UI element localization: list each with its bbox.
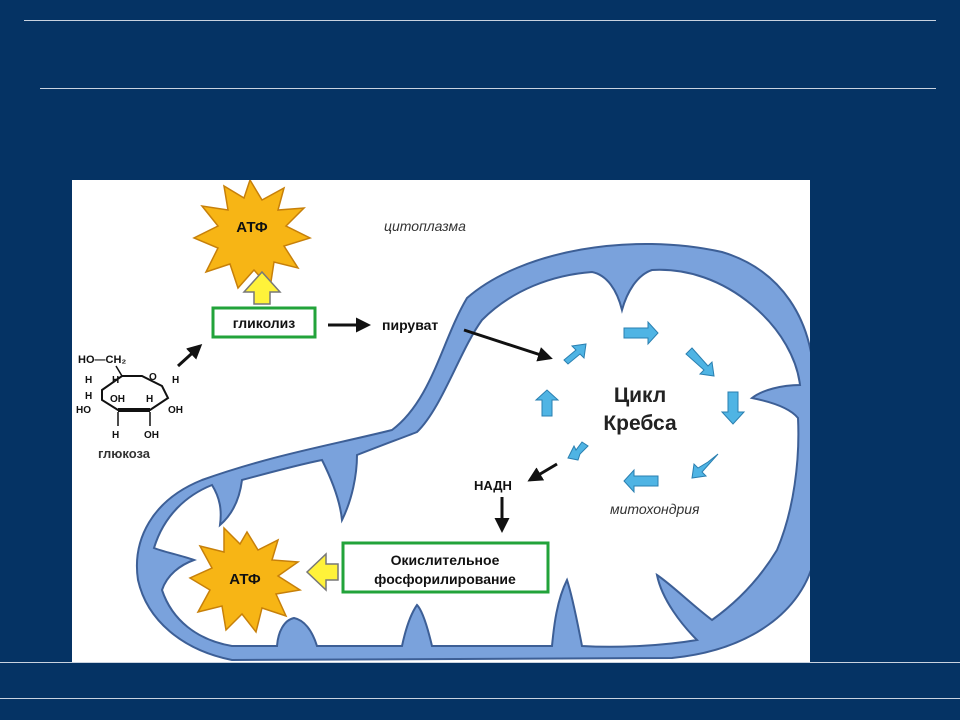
cycle-arrow-5 bbox=[623, 468, 659, 494]
krebs-cycle-arrows bbox=[534, 320, 746, 494]
atp-star-top-icon bbox=[192, 180, 313, 290]
glucose-label: глюкоза bbox=[98, 446, 151, 461]
krebs-label-2: Кребса bbox=[603, 412, 677, 435]
left-arrow-icon bbox=[305, 552, 339, 592]
glucose-structure: HO—CH₂ H H O H H OH H HO OH H OH bbox=[76, 354, 183, 441]
glucose-h-right: H bbox=[172, 375, 179, 386]
up-arrow-icon bbox=[242, 270, 282, 305]
oxphos-label-2: фосфорилирование bbox=[374, 571, 516, 587]
krebs-label-1: Цикл bbox=[614, 384, 666, 407]
pyruvate-label: пируват bbox=[382, 317, 438, 333]
glucose-h-mid2: H bbox=[146, 394, 153, 405]
bottom-rule-1 bbox=[0, 662, 960, 663]
cycle-arrow-4 bbox=[691, 453, 719, 479]
oxphos-box bbox=[341, 541, 550, 594]
atp-bottom-label: АТФ bbox=[229, 571, 261, 588]
top-rule-2 bbox=[40, 88, 936, 89]
glucose-oh-mid: OH bbox=[110, 394, 125, 405]
glucose-o: O bbox=[149, 372, 157, 383]
cycle-arrow-2 bbox=[685, 347, 715, 377]
glucose-oh-right: OH bbox=[168, 405, 183, 416]
arrow-pyruvate-krebs bbox=[463, 328, 553, 362]
atp-top-label: АТФ bbox=[236, 219, 268, 236]
nadh-label: НАДН bbox=[474, 478, 512, 493]
cycle-arrow-8 bbox=[563, 343, 587, 365]
glucose-ch2: HO—CH₂ bbox=[78, 354, 126, 366]
mitochondrion-matrix bbox=[152, 268, 802, 648]
glucose-ho-left: HO bbox=[76, 405, 91, 416]
glucose-h-top-left: H bbox=[85, 375, 92, 386]
glycolysis-label: гликолиз bbox=[233, 315, 296, 331]
cytoplasm-label: цитоплазма bbox=[384, 218, 466, 234]
glucose-oh-bottom: OH bbox=[144, 430, 159, 441]
cycle-arrow-6 bbox=[567, 441, 589, 461]
cycle-arrow-7 bbox=[534, 389, 560, 417]
cell-respiration-diagram: АТФ цитоплазма гликолиз пируват HO—CH₂ H… bbox=[72, 180, 810, 663]
cycle-arrow-3 bbox=[720, 391, 746, 425]
glycolysis-box bbox=[211, 306, 317, 339]
arrow-glucose-glycolysis bbox=[176, 343, 203, 368]
cycle-arrow-1 bbox=[623, 320, 659, 346]
mitochondrion-label: митохондрия bbox=[610, 501, 700, 517]
glucose-h-left: H bbox=[85, 391, 92, 402]
arrow-krebs-nadh bbox=[527, 462, 558, 482]
top-rule-1 bbox=[24, 20, 936, 21]
glucose-h-bottom-left: H bbox=[112, 430, 119, 441]
oxphos-label-1: Окислительное bbox=[391, 552, 500, 568]
atp-star-bottom-icon bbox=[188, 526, 303, 634]
bottom-rule-2 bbox=[0, 698, 960, 699]
